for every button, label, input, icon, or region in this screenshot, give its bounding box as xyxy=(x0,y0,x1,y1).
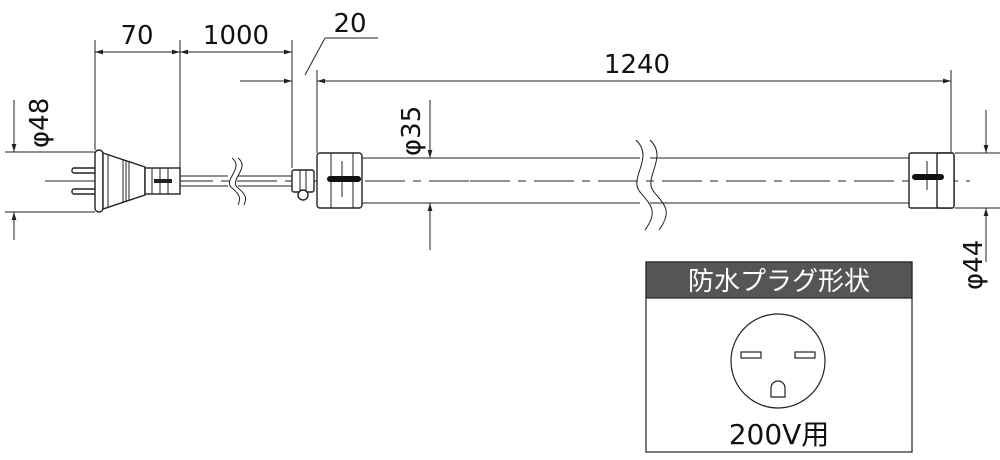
tube-diameter-dimension: φ35 xyxy=(397,100,433,250)
panel-title: 防水プラグ形状 xyxy=(688,267,870,297)
plug-length-dimension: 70 xyxy=(95,21,180,55)
connector-length-label: 20 xyxy=(333,9,366,39)
left-end-cap xyxy=(316,152,363,209)
plug-shape-panel: 防水プラグ形状 200V用 xyxy=(645,261,913,453)
end-cap-diameter-label: φ44 xyxy=(959,240,989,290)
plug-diameter-label: φ48 xyxy=(25,98,55,148)
tube-diameter-label: φ35 xyxy=(397,106,427,156)
plug-length-label: 70 xyxy=(120,21,153,51)
cord-length-label: 1000 xyxy=(203,21,269,51)
waterproof-plug xyxy=(68,149,181,213)
plug-diameter-dimension: φ48 xyxy=(5,98,95,240)
outlet-face-icon xyxy=(730,313,826,409)
tube-length-label: 1240 xyxy=(604,50,670,80)
connector-length-dimension: 20 xyxy=(240,9,378,84)
end-cap-diameter-dimension: φ44 xyxy=(955,110,1000,290)
cord-connector xyxy=(291,169,315,201)
power-cord xyxy=(180,157,292,206)
lamp-tube xyxy=(362,139,910,231)
panel-caption: 200V用 xyxy=(729,418,830,451)
tube-length-dimension: 1240 xyxy=(317,50,951,84)
cord-length-dimension: 1000 xyxy=(180,21,292,55)
right-end-cap xyxy=(908,152,955,209)
panel-header xyxy=(645,261,913,299)
